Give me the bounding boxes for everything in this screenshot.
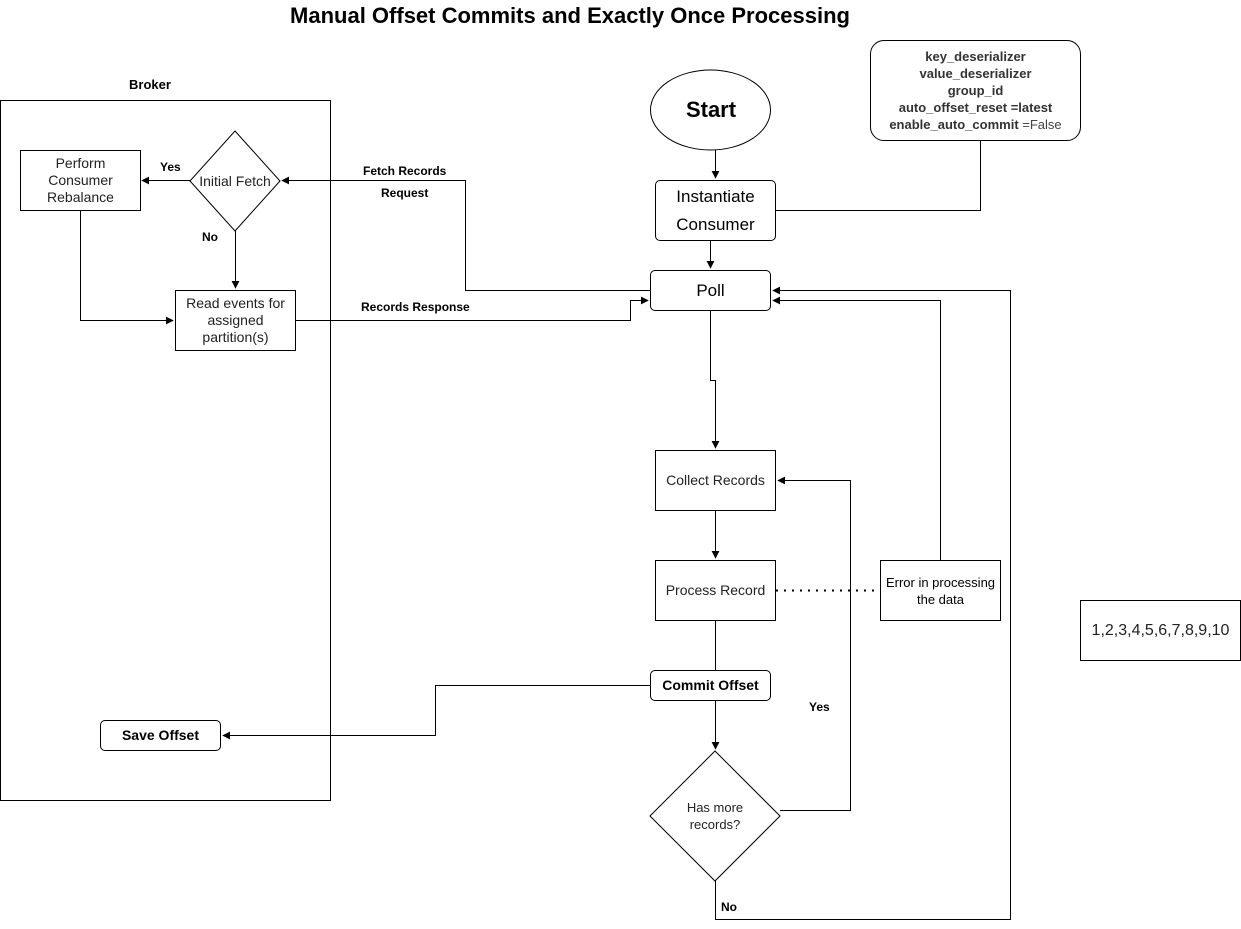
- edge-poll-to-collect: [710, 311, 720, 449]
- collect-records-node[interactable]: Collect Records: [655, 450, 776, 511]
- read-events-node[interactable]: Read events for assigned partition(s): [175, 290, 296, 351]
- instantiate-consumer-line-2: Consumer: [676, 214, 755, 234]
- label-fetch-records: Fetch Records: [363, 164, 447, 178]
- error-line-2: the data: [917, 591, 964, 607]
- label-no-initial: No: [202, 230, 218, 244]
- error-in-processing-node[interactable]: Error in processing the data: [880, 560, 1001, 621]
- edge-fetch-records-request: [281, 176, 650, 291]
- diagram-title: Manual Offset Commits and Exactly Once P…: [290, 3, 850, 28]
- config-enable-auto-commit-value: =False: [1018, 117, 1062, 132]
- rebalance-line-2: Consumer: [48, 172, 113, 188]
- has-more-line-2: records?: [689, 817, 741, 832]
- has-more-records-node[interactable]: Has more records?: [650, 790, 780, 842]
- broker-container: [0, 100, 331, 801]
- poll-node[interactable]: Poll: [650, 270, 771, 311]
- edge-has-more-no: [715, 286, 1011, 920]
- edge-has-more-yes: [777, 476, 851, 811]
- label-records-response: Records Response: [361, 300, 470, 314]
- config-group-id: group_id: [947, 83, 1004, 98]
- initial-fetch-node[interactable]: Initial Fetch: [199, 173, 271, 189]
- config-auto-offset-reset: auto_offset_reset =latest: [898, 100, 1053, 115]
- has-more-line-1: Has more: [686, 800, 744, 815]
- config-value-deserializer: value_deserializer: [919, 66, 1032, 81]
- start-node-shape: [650, 69, 771, 151]
- label-request: Request: [381, 186, 429, 200]
- save-offset-node[interactable]: Save Offset: [100, 720, 221, 751]
- config-enable-auto-commit: enable_auto_commit =False: [889, 116, 1061, 133]
- edge-error-to-poll: [772, 296, 941, 560]
- edge-config-to-instantiate: [776, 141, 981, 211]
- read-events-line-2: assigned: [207, 312, 264, 328]
- perform-rebalance-node[interactable]: Perform Consumer Rebalance: [20, 150, 141, 211]
- label-yes-rebalance: Yes: [160, 160, 181, 174]
- instantiate-consumer-node[interactable]: Instantiate Consumer: [655, 180, 776, 241]
- sequence-box: 1,2,3,4,5,6,7,8,9,10: [1080, 600, 1241, 661]
- read-events-line-3: partition(s): [202, 329, 269, 345]
- commit-offset-node[interactable]: Commit Offset: [650, 670, 771, 701]
- edge-records-response: [296, 296, 649, 321]
- config-enable-auto-commit-key: enable_auto_commit: [889, 117, 1019, 132]
- rebalance-line-1: Perform: [55, 155, 106, 171]
- label-yes-more: Yes: [809, 700, 830, 714]
- instantiate-consumer-line-1: Instantiate: [676, 186, 755, 206]
- read-events-line-1: Read events for: [186, 295, 285, 311]
- start-node[interactable]: Start: [685, 97, 737, 122]
- error-line-1: Error in processing: [885, 574, 996, 590]
- rebalance-line-3: Rebalance: [47, 189, 114, 205]
- consumer-config-box[interactable]: key_deserializer value_deserializer grou…: [870, 40, 1081, 141]
- edge-commit-to-save: [222, 685, 650, 740]
- config-key-deserializer: key_deserializer: [925, 49, 1026, 64]
- process-record-node[interactable]: Process Record: [655, 560, 776, 621]
- label-no-more: No: [721, 900, 737, 914]
- broker-label: Broker: [129, 77, 171, 92]
- edge-rebalance-to-read: [80, 211, 174, 325]
